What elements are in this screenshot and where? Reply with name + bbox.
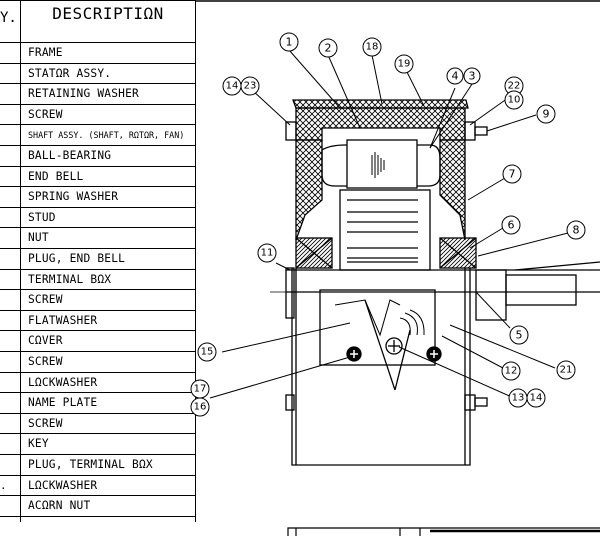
callout-14-bottom: 14 <box>530 393 543 404</box>
description-cell: CΩVER <box>28 334 63 348</box>
table-row: LΩCKWASHER <box>0 371 196 394</box>
table-row: PLUG, END BELL <box>0 248 196 270</box>
table-row: BALL-BEARING <box>0 145 196 167</box>
table-row: NUT <box>0 227 196 249</box>
callout-17: 17 <box>194 384 207 395</box>
description-cell: FLATWASHER <box>28 313 98 327</box>
table-column-divider <box>20 0 21 522</box>
callout-5: 5 <box>516 329 523 342</box>
motor-frame <box>270 99 600 466</box>
callout-19: 19 <box>398 59 411 70</box>
callout-11: 11 <box>261 248 274 259</box>
callout-16: 16 <box>194 402 207 413</box>
description-cell: KEY <box>28 437 49 451</box>
table-row: SCREW <box>0 412 196 435</box>
table-row: SCREW <box>0 351 196 373</box>
callout-8: 8 <box>573 224 580 237</box>
callout-13: 13 <box>512 393 525 404</box>
table-row: SCREW <box>0 103 196 126</box>
description-cell: SCREW <box>28 355 63 368</box>
description-cell: SCREW <box>28 293 63 307</box>
table-row: NAME PLATE <box>0 392 196 414</box>
callout-1: 1 <box>286 36 293 49</box>
table-right-border <box>195 0 196 522</box>
callout-circles <box>190 32 586 417</box>
description-cell: STATΩR ASSY. <box>28 66 112 80</box>
table-row: PLUG, TERMINAL BΩX <box>0 454 196 476</box>
description-cell: LΩCKWASHER <box>28 375 98 389</box>
callout-10: 10 <box>508 95 521 106</box>
description-cell: ACΩRN NUT <box>28 499 91 513</box>
callout-12: 12 <box>505 366 518 377</box>
table-row: TERMINAL BΩX <box>0 268 196 291</box>
callout-18: 18 <box>366 42 379 53</box>
qty-column-header: Y. <box>0 10 14 26</box>
callout-23: 23 <box>244 81 257 92</box>
description-cell: SCREW <box>28 416 63 430</box>
description-cell: SPRING WASHER <box>28 190 119 204</box>
description-cell: PLUG, END BELL <box>28 252 126 265</box>
description-cell: NUT <box>28 231 49 245</box>
leader-lines <box>209 49 569 399</box>
qty-cell: . <box>0 478 7 492</box>
title-block-fragment <box>287 527 600 536</box>
callout-6: 6 <box>508 219 515 232</box>
table-row: . LΩCKWASHER <box>0 474 196 497</box>
table-row: ACΩRN NUT <box>0 495 196 517</box>
callout-22: 22 <box>508 81 521 92</box>
table-row: FRAME <box>0 42 196 64</box>
table-row: RETAINING WASHER <box>0 83 196 105</box>
callout-3: 3 <box>469 70 476 83</box>
callout-9: 9 <box>543 108 550 121</box>
table-row: STUD <box>0 206 196 229</box>
table-row: SCREW <box>0 289 196 311</box>
description-cell: FRAME <box>28 46 63 59</box>
table-row: STATΩR ASSY. <box>0 62 196 85</box>
table-top-border <box>0 0 196 1</box>
callout-15: 15 <box>201 347 214 358</box>
description-cell: STUD <box>28 210 56 224</box>
table-row: END BELL <box>0 165 196 188</box>
description-cell: NAME PLATE <box>28 396 98 410</box>
table-bottom-border <box>0 515 196 517</box>
parts-table: Y. DESCRIPTIΩN FRAME STATΩR ASSY. RETAININ… <box>0 0 196 522</box>
description-cell: END BELL <box>28 169 84 183</box>
description-column-header: DESCRIPTIΩN <box>52 4 164 23</box>
description-cell: TERMINAL BΩX <box>28 272 112 286</box>
callout-21: 21 <box>560 365 573 376</box>
description-cell: SHAFT ASSY. (SHAFT, RΩTΩR, FAN) <box>28 130 185 141</box>
table-row: SPRING WASHER <box>0 186 196 208</box>
description-cell: BALL-BEARING <box>28 149 112 162</box>
table-row: CΩVER <box>0 330 196 352</box>
callout-4: 4 <box>452 70 459 83</box>
callout-14-top: 14 <box>226 81 239 92</box>
table-row: KEY <box>0 433 196 455</box>
table-row: SHAFT ASSY. (SHAFT, RΩTΩR, FAN) <box>0 124 196 146</box>
table-row: FLATWASHER <box>0 309 196 332</box>
callout-7: 7 <box>509 168 516 181</box>
description-cell: LΩCKWASHER <box>28 478 98 492</box>
callout-2: 2 <box>325 42 332 55</box>
description-cell: RETAINING WASHER <box>28 87 139 101</box>
description-cell: PLUG, TERMINAL BΩX <box>28 458 153 471</box>
description-cell: SCREW <box>28 107 63 121</box>
